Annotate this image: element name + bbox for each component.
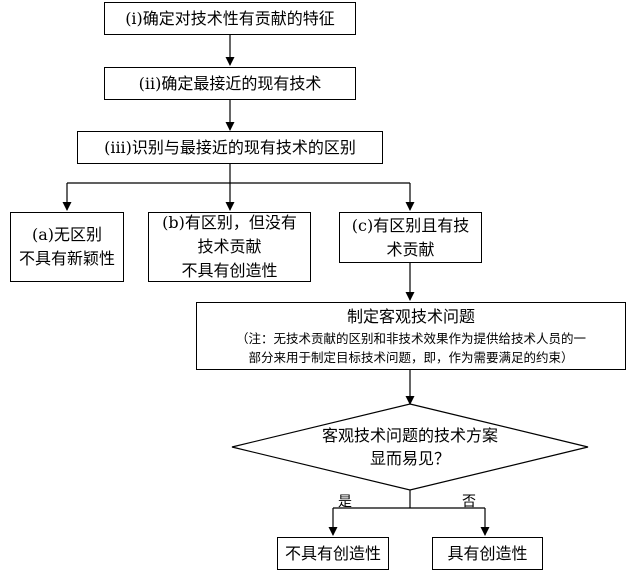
outcome-yes-box: 不具有创造性 (277, 537, 389, 570)
branch-c-box: (c)有区别且有技 术贡献 (339, 212, 482, 263)
branch-b-box: (b)有区别，但没有 技术贡献 不具有创造性 (148, 212, 311, 282)
outcome-yes-label: 不具有创造性 (284, 543, 381, 563)
step-3-label: (iii)识别与最接近的现有技术的区别 (104, 137, 356, 157)
step-3-box: (iii)识别与最接近的现有技术的区别 (77, 131, 383, 164)
decision-question: 客观技术问题的技术方案 显而易见？ (280, 424, 540, 470)
branch-b-line1: (b)有区别，但没有 (162, 213, 297, 232)
branch-b-line2: 技术贡献 (197, 237, 262, 256)
outcome-no-label: 具有创造性 (447, 543, 528, 563)
branch-a-box: (a)无区别 不具有新颖性 (10, 212, 124, 282)
branch-a-line1: (a)无区别 (31, 225, 103, 244)
problem-note-line1: （注：无技术贡献的区别和非技术效果作为提供给技术人员的一 (235, 331, 586, 346)
edge-label-yes: 是 (338, 494, 352, 510)
branch-a-line2: 不具有新颖性 (18, 249, 115, 268)
step-1-box: (i)确定对技术性有贡献的特征 (104, 2, 356, 35)
problem-box: 制定客观技术问题 （注：无技术贡献的区别和非技术效果作为提供给技术人员的一 部分… (196, 302, 626, 370)
step-2-box: (ii)确定最接近的现有技术 (104, 67, 356, 100)
step-1-label: (i)确定对技术性有贡献的特征 (125, 8, 335, 28)
step-2-label: (ii)确定最接近的现有技术 (138, 73, 322, 93)
branch-c-line2: 术贡献 (386, 239, 435, 259)
decision-line1: 客观技术问题的技术方案 (321, 426, 498, 445)
decision-line2: 显而易见？ (369, 449, 450, 468)
decision-diamond (231, 403, 589, 491)
problem-title: 制定客观技术问题 (346, 307, 475, 326)
edge-label-no: 否 (462, 494, 476, 510)
problem-note-line2: 部分来用于制定目标技术问题，即，作为需要满足的约束） (248, 350, 574, 365)
branch-c-line1: (c)有区别且有技 (351, 215, 470, 235)
branch-b-line3: 不具有创造性 (181, 261, 278, 280)
outcome-no-box: 具有创造性 (432, 537, 543, 570)
